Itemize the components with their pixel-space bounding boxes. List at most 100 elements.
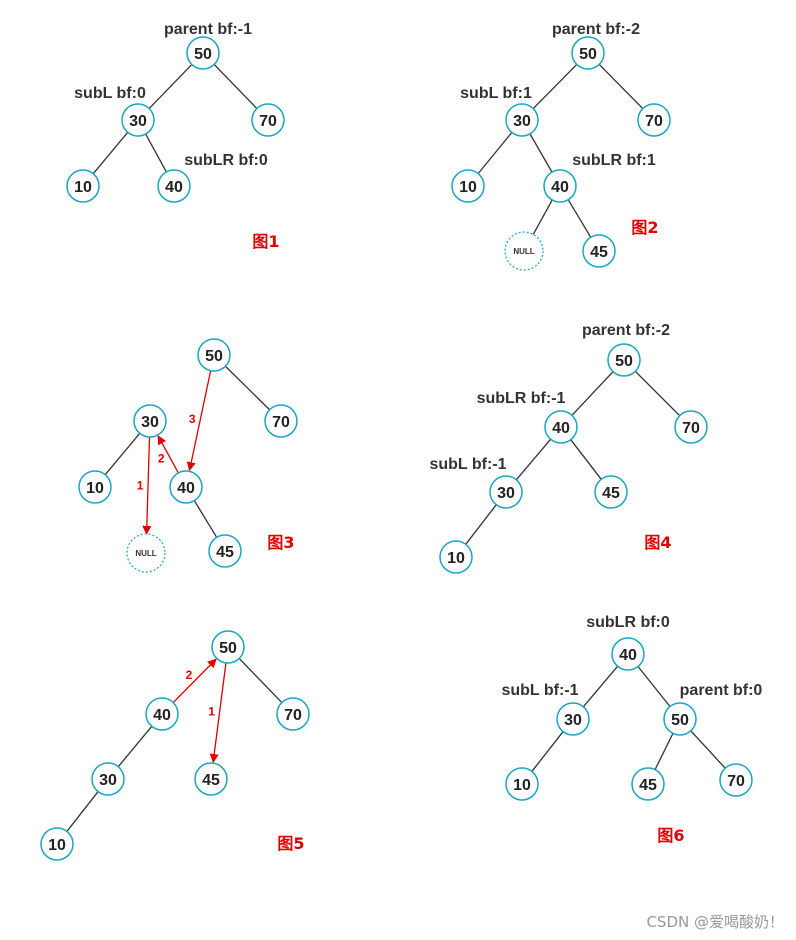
fig6-edge-n50-n45 <box>654 733 674 770</box>
node-value: 30 <box>497 485 515 502</box>
fig3-pointer-arrow-1 <box>142 436 152 535</box>
node-circle <box>631 767 665 801</box>
node-value: 70 <box>682 420 700 437</box>
node-circle <box>571 36 605 70</box>
node-value: 70 <box>272 414 290 431</box>
fig4-node-50: 50 <box>607 343 641 377</box>
fig5-node-45: 45 <box>194 762 228 796</box>
fig1-node-50: 50 <box>186 36 220 70</box>
node-value: 30 <box>141 414 159 431</box>
fig4-edge-n40-n30 <box>515 438 552 481</box>
node-circle <box>251 103 285 137</box>
node-value: 40 <box>177 480 195 497</box>
node-value: 10 <box>513 777 531 794</box>
node-value: 40 <box>153 707 171 724</box>
fig2-node-50: 50 <box>571 36 605 70</box>
fig6-edge-n40-n50 <box>637 666 671 707</box>
node-value: 30 <box>513 113 531 130</box>
node-value: 45 <box>202 772 220 789</box>
node-circle <box>719 763 753 797</box>
fig6-node-30: 30 <box>556 702 590 736</box>
node-value: 10 <box>86 480 104 497</box>
fig2-node-10: 10 <box>451 169 485 203</box>
fig2-node-40: 40 <box>543 169 577 203</box>
fig5-node-40: 40 <box>145 697 179 731</box>
fig2-node-45: 45 <box>582 234 616 268</box>
watermark: CSDN @爱喝酸奶！ <box>646 913 784 931</box>
node-circle <box>674 410 708 444</box>
node-circle <box>78 470 112 504</box>
fig3-node-45: 45 <box>208 534 242 568</box>
null-node-label: NULL <box>135 549 156 558</box>
fig5-caption: 图5 <box>277 834 304 853</box>
node-circle <box>556 702 590 736</box>
node-value: 45 <box>602 485 620 502</box>
node-circle <box>505 103 539 137</box>
fig3-node-30: 30 <box>133 404 167 438</box>
fig1-edge-n30-n40 <box>145 133 167 173</box>
node-value: 70 <box>645 113 663 130</box>
node-circle <box>40 827 74 861</box>
node-value: 40 <box>165 179 183 196</box>
null-node-circle <box>126 533 166 573</box>
node-value: 45 <box>216 544 234 561</box>
node-circle <box>276 697 310 731</box>
node-circle <box>607 343 641 377</box>
node-circle <box>157 169 191 203</box>
fig3-edge-n30-n10 <box>104 432 141 476</box>
node-circle <box>211 630 245 664</box>
fig2-bf-tag: subLR bf:1 <box>572 152 656 169</box>
node-circle <box>489 475 523 509</box>
fig4-bf-tag: parent bf:-2 <box>582 322 670 339</box>
node-value: 70 <box>284 707 302 724</box>
node-circle <box>611 637 645 671</box>
node-circle <box>439 540 473 574</box>
node-value: 50 <box>194 46 212 63</box>
fig2-node-70: 70 <box>637 103 671 137</box>
node-value: 45 <box>639 777 657 794</box>
node-circle <box>543 169 577 203</box>
fig5-node-70: 70 <box>276 697 310 731</box>
fig4-edge-n30-n10 <box>465 504 497 545</box>
node-value: 10 <box>74 179 92 196</box>
node-circle <box>264 404 298 438</box>
fig1-node-70: 70 <box>251 103 285 137</box>
node-circle <box>91 762 125 796</box>
node-circle <box>133 404 167 438</box>
node-value: 10 <box>447 550 465 567</box>
fig3-edge-n40-n45 <box>193 500 218 538</box>
node-circle <box>121 103 155 137</box>
fig4-node-30: 30 <box>489 475 523 509</box>
fig6-node-70: 70 <box>719 763 753 797</box>
fig5-node-50: 50 <box>211 630 245 664</box>
fig5-pointer-arrow-label: 1 <box>208 704 215 718</box>
node-value: 30 <box>99 772 117 789</box>
node-circle <box>186 36 220 70</box>
fig2-edge-n40-nnull <box>531 199 553 238</box>
fig5-node-30: 30 <box>91 762 125 796</box>
node-circle <box>208 534 242 568</box>
node-value: 30 <box>564 712 582 729</box>
fig3-caption: 图3 <box>267 533 294 552</box>
fig1-node-10: 10 <box>66 169 100 203</box>
fig1-edge-n50-n70 <box>213 64 258 109</box>
fig6-edge-n40-n30 <box>582 665 619 708</box>
fig2-caption: 图2 <box>631 218 658 237</box>
node-value: 70 <box>727 773 745 790</box>
node-value: 40 <box>551 179 569 196</box>
fig3-pointer-arrow-label: 1 <box>137 478 144 492</box>
fig2-edge-n30-n10 <box>477 131 513 175</box>
fig5-node-10: 10 <box>40 827 74 861</box>
fig5-edge-n40-n30 <box>117 725 153 768</box>
fig2-edge-n50-n30 <box>532 63 578 110</box>
null-node-label: NULL <box>513 247 534 256</box>
fig1-node-30: 30 <box>121 103 155 137</box>
fig4-bf-tag: subLR bf:-1 <box>477 390 566 407</box>
fig5-edge-n30-n10 <box>66 791 99 832</box>
node-value: 50 <box>615 353 633 370</box>
fig4-node-40: 40 <box>544 410 578 444</box>
fig3-node-10: 10 <box>78 470 112 504</box>
node-value: 50 <box>205 348 223 365</box>
node-value: 10 <box>48 837 66 854</box>
